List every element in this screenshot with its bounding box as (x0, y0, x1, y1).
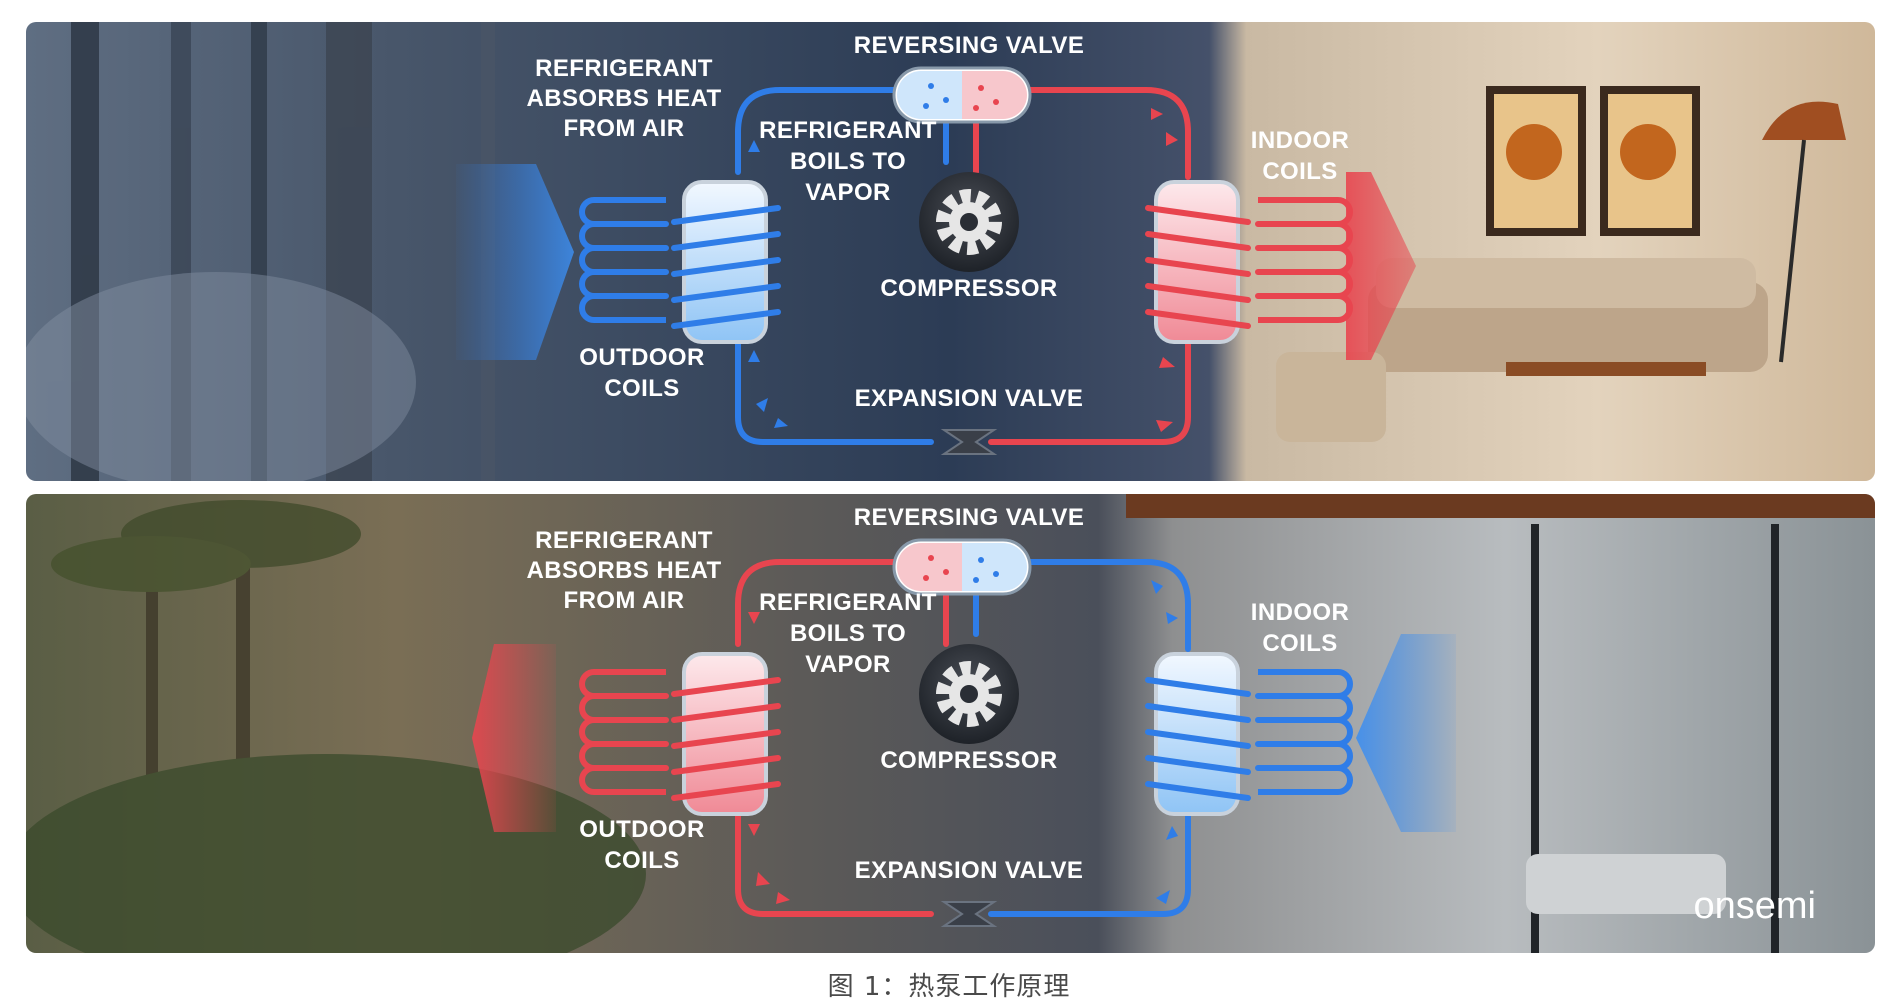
absorbs-heat-label-3: FROM AIR (564, 587, 685, 614)
heating-diagram-panel: REFRIGERANT ABSORBS HEAT FROM AIR REVERS… (26, 22, 1875, 481)
heating-diagram: REFRIGERANT ABSORBS HEAT FROM AIR REVERS… (26, 22, 1875, 481)
compressor-label: COMPRESSOR (880, 747, 1057, 774)
indoor-coils-label-2: COILS (1262, 158, 1337, 185)
cold-air-arrow-icon (456, 164, 574, 360)
living-room-scene (1276, 86, 1846, 442)
reversing-valve-icon (892, 538, 1032, 596)
outdoor-coils (579, 652, 781, 816)
absorbs-heat-label-2: ABSORBS HEAT (526, 85, 721, 112)
hot-air-arrow-icon (1346, 172, 1416, 360)
onsemi-logo: onsemi (1694, 885, 1817, 927)
expansion-valve-icon (940, 901, 998, 927)
boils-label-1: REFRIGERANT (759, 117, 937, 144)
compressor-gear-icon (919, 644, 1019, 744)
coil-icon (579, 197, 669, 323)
coil-icon (1255, 669, 1353, 795)
flow-arrow-icon (748, 580, 1178, 904)
outdoor-coils (579, 180, 781, 344)
indoor-coils (1145, 180, 1353, 344)
absorbs-heat-label-1: REFRIGERANT (535, 527, 713, 554)
expansion-valve-label: EXPANSION VALVE (855, 857, 1084, 884)
outdoor-coils-label-1: OUTDOOR (579, 344, 704, 371)
absorbs-heat-label-2: ABSORBS HEAT (526, 557, 721, 584)
modern-house-scene (1126, 494, 1875, 953)
boils-label-2: BOILS TO (790, 148, 906, 175)
expansion-valve-label: EXPANSION VALVE (855, 385, 1084, 412)
boils-label-1: REFRIGERANT (759, 589, 937, 616)
boils-label-3: VAPOR (805, 179, 891, 206)
compressor-gear-icon (919, 172, 1019, 272)
indoor-coils-label-1: INDOOR (1251, 127, 1349, 154)
outdoor-coils-label-2: COILS (604, 375, 679, 402)
cooling-diagram-panel: REFRIGERANT ABSORBS HEAT FROM AIR REVERS… (26, 494, 1875, 953)
reversing-valve-icon (892, 66, 1032, 124)
coil-icon (579, 669, 669, 795)
expansion-valve-icon (940, 429, 998, 455)
hot-air-arrow-icon (472, 644, 556, 832)
reversing-valve-label: REVERSING VALVE (854, 504, 1084, 531)
indoor-coils (1145, 652, 1353, 816)
indoor-coils-label-2: COILS (1262, 630, 1337, 657)
outdoor-coils-label-1: OUTDOOR (579, 816, 704, 843)
absorbs-heat-label-3: FROM AIR (564, 115, 685, 142)
reversing-valve-label: REVERSING VALVE (854, 32, 1084, 59)
cooling-diagram: REFRIGERANT ABSORBS HEAT FROM AIR REVERS… (26, 494, 1875, 953)
boils-label-2: BOILS TO (790, 620, 906, 647)
outdoor-coils-label-2: COILS (604, 847, 679, 874)
indoor-coils-label-1: INDOOR (1251, 599, 1349, 626)
figure-caption: 图 1：热泵工作原理 (827, 972, 1071, 1002)
absorbs-heat-label-1: REFRIGERANT (535, 55, 713, 82)
boils-label-3: VAPOR (805, 651, 891, 678)
compressor-label: COMPRESSOR (880, 275, 1057, 302)
flow-arrow-icon (748, 108, 1178, 432)
coil-icon (1255, 197, 1353, 323)
cold-air-arrow-icon (1356, 634, 1456, 832)
